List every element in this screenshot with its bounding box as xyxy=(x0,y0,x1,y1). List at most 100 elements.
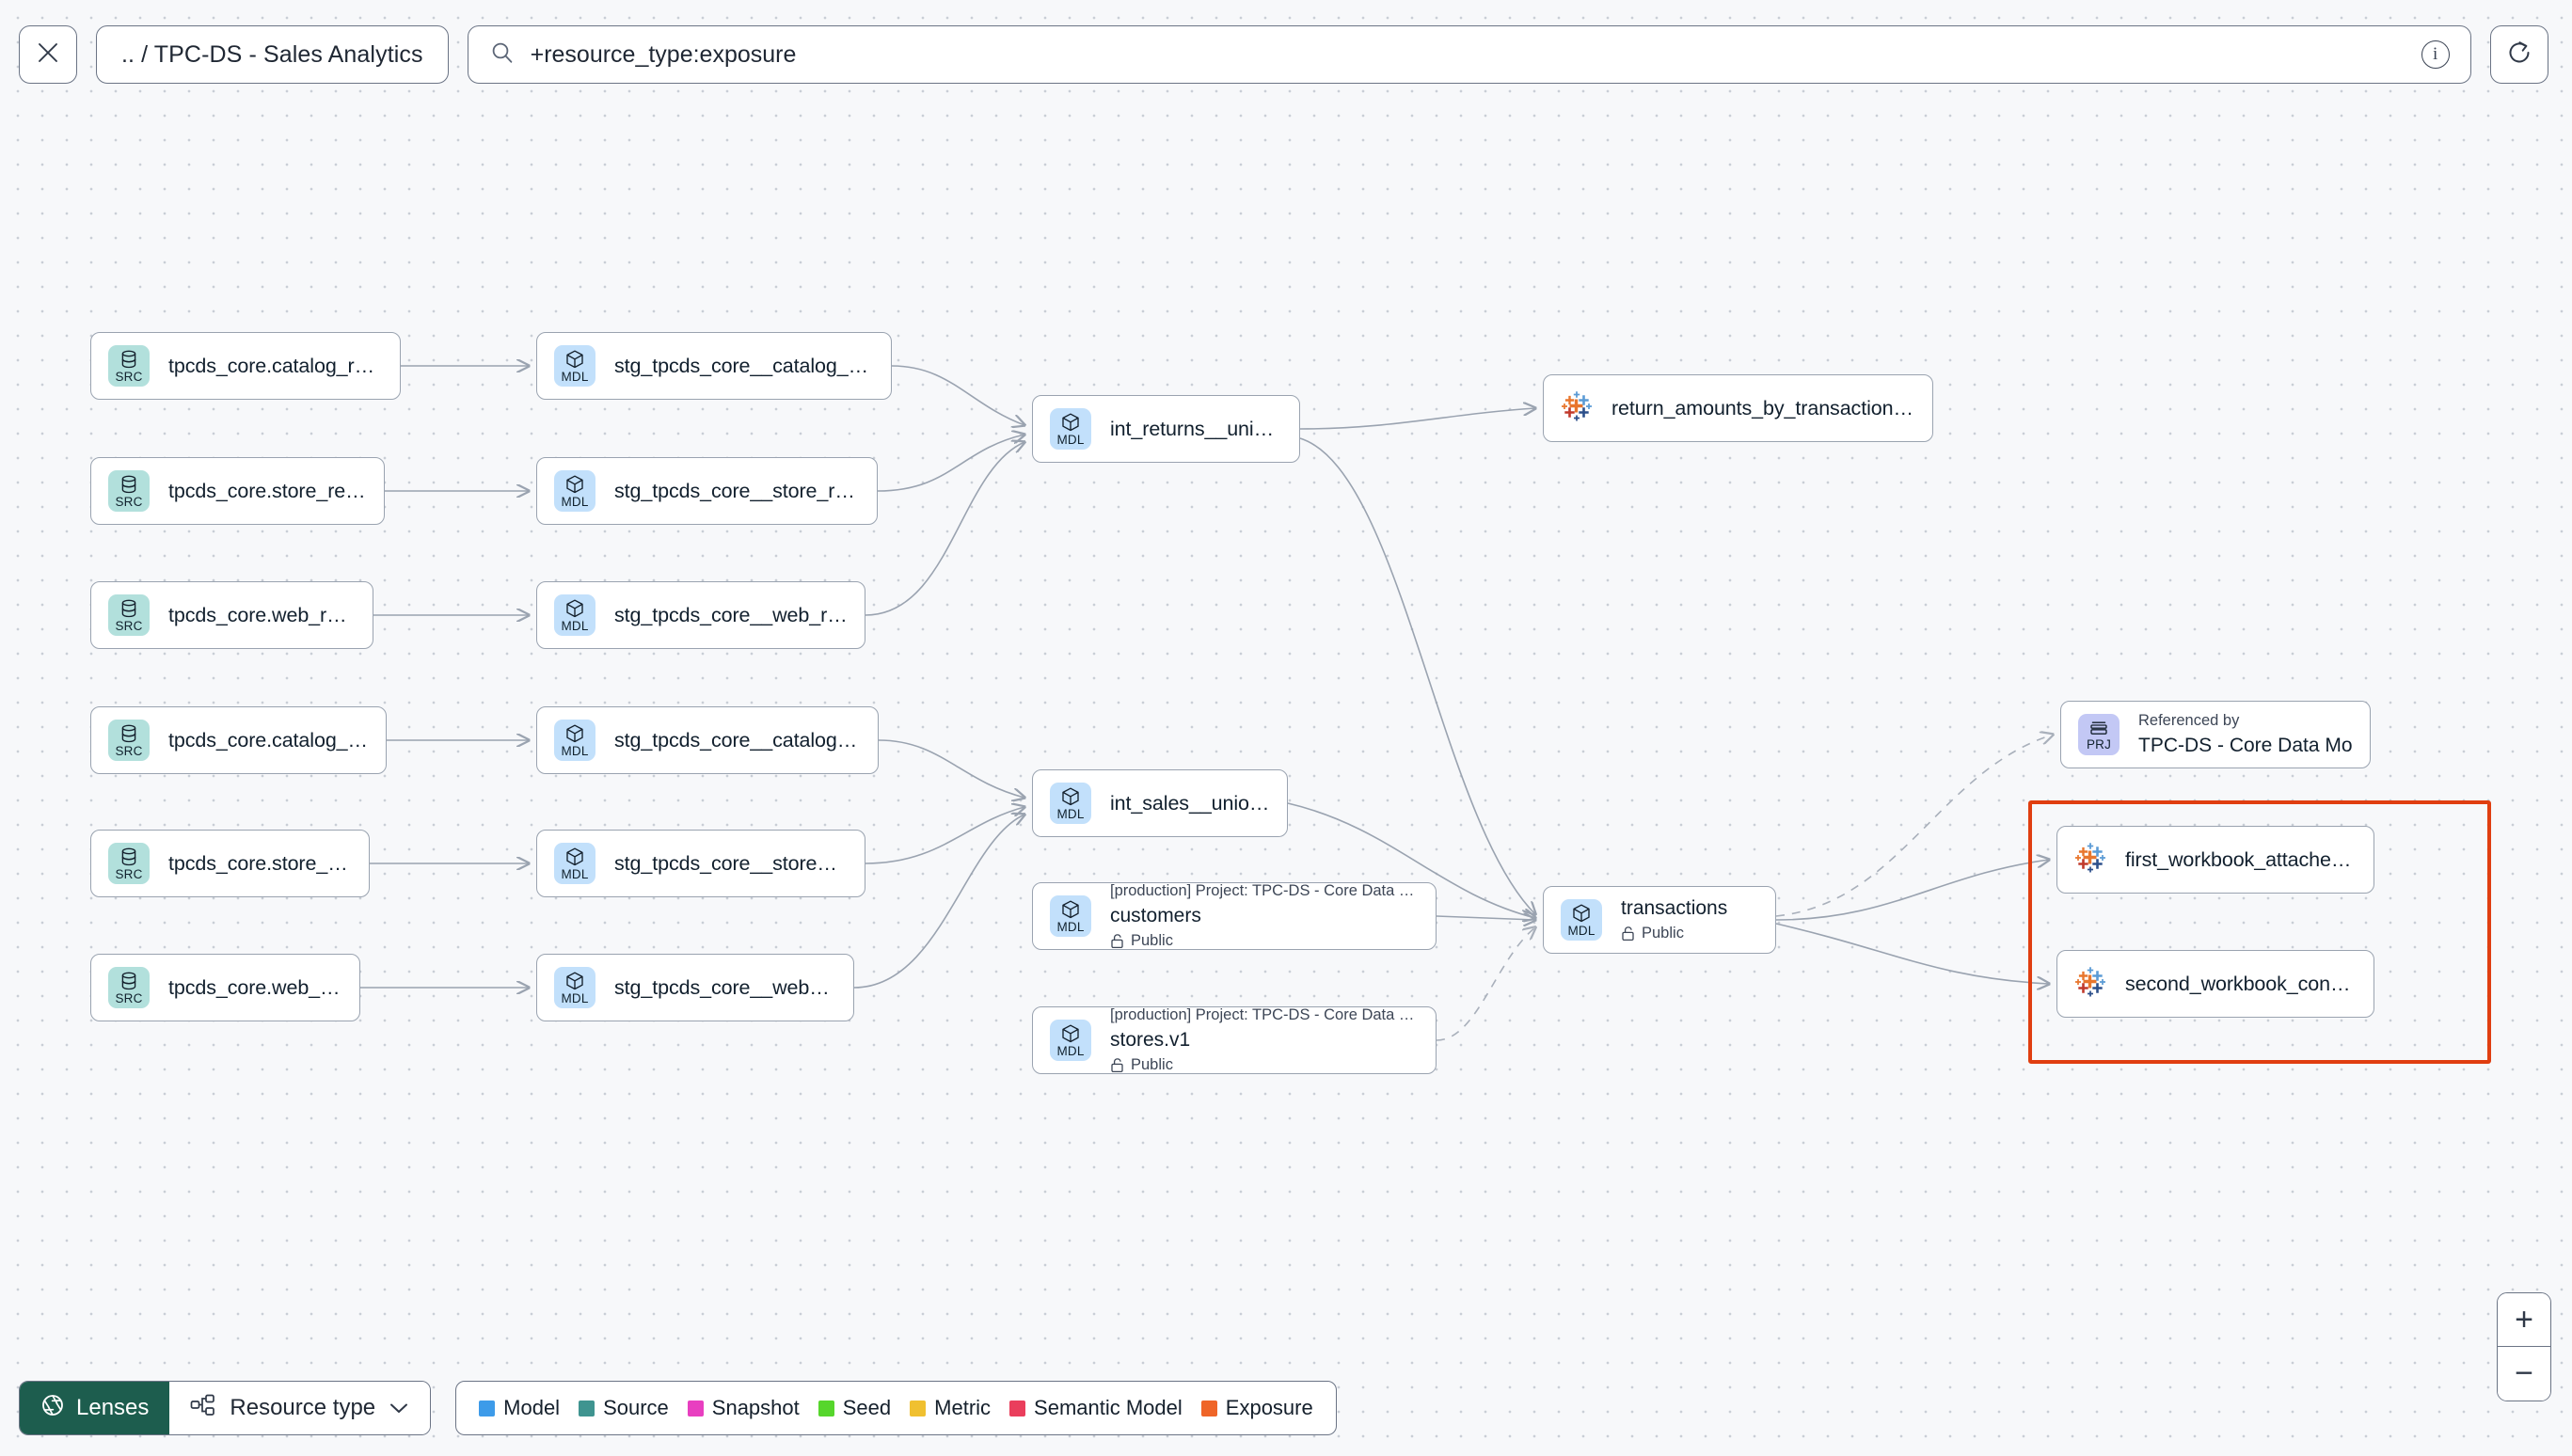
legend-label: Metric xyxy=(934,1396,992,1419)
refresh-icon xyxy=(2505,39,2533,71)
graph-node-stg_web_sales[interactable]: MDL stg_tpcds_core__web_sales xyxy=(536,954,854,1021)
node-label: stg_tpcds_core__catalog_returns xyxy=(614,354,874,377)
node-visibility-label: Public xyxy=(1642,925,1684,942)
legend-item-seed[interactable]: Seed xyxy=(818,1396,891,1420)
legend-label: Source xyxy=(603,1396,669,1419)
graph-node-stores_model[interactable]: MDL[production] Project: TPC-DS - Core D… xyxy=(1032,1006,1437,1074)
graph-node-src_store_returns[interactable]: SRC tpcds_core.store_returns xyxy=(90,457,385,525)
model-badge-icon: MDL xyxy=(554,967,595,1008)
search-input[interactable]: +resource_type:exposure xyxy=(530,40,797,68)
legend-item-source[interactable]: Source xyxy=(579,1396,669,1420)
legend-item-metric[interactable]: Metric xyxy=(910,1396,991,1420)
tableau-exposure-icon xyxy=(2074,842,2106,878)
node-label: tpcds_core.store_sales xyxy=(168,851,352,875)
legend-swatch-icon xyxy=(1200,1400,1217,1416)
graph-node-src_web_sales[interactable]: SRC tpcds_core.web_sales xyxy=(90,954,360,1021)
node-label: stg_tpcds_core__web_sales xyxy=(614,975,836,999)
source-badge-icon: SRC xyxy=(108,967,150,1008)
lenses-label: Lenses xyxy=(76,1395,150,1420)
model-badge-icon: MDL xyxy=(554,345,595,387)
source-badge-icon: SRC xyxy=(108,843,150,884)
node-project-path: [production] Project: TPC-DS - Core Data… xyxy=(1110,882,1419,899)
graph-node-stg_catalog_returns[interactable]: MDL stg_tpcds_core__catalog_returns xyxy=(536,332,892,400)
search-icon xyxy=(489,40,516,71)
legend-item-exposure[interactable]: Exposure xyxy=(1200,1396,1313,1420)
zoom-controls: + − xyxy=(2497,1292,2551,1401)
node-label: tpcds_core.catalog_sales xyxy=(168,728,369,752)
graph-node-exposure_second[interactable]: second_workbook_connected_to_live… xyxy=(2056,950,2374,1018)
hierarchy-icon xyxy=(190,1394,216,1423)
legend-label: Semantic Model xyxy=(1034,1396,1183,1419)
node-relation-label: Referenced by xyxy=(2138,712,2240,729)
graph-node-prj_core_models[interactable]: PRJ Referenced by TPC-DS - Core Data Model… xyxy=(2060,701,2371,768)
legend-item-semantic-model[interactable]: Semantic Model xyxy=(1009,1396,1183,1420)
graph-node-customers_model[interactable]: MDL [production] Project: TPC-DS - Core D… xyxy=(1032,882,1437,950)
zoom-in-button[interactable]: + xyxy=(2498,1293,2550,1347)
node-label: stores.v1 xyxy=(1110,1029,1191,1051)
model-badge-icon: MDL xyxy=(554,470,595,512)
graph-node-int_sales_unioned[interactable]: MDL int_sales__unioned xyxy=(1032,769,1288,837)
legend-swatch-icon xyxy=(818,1400,834,1416)
graph-node-src_store_sales[interactable]: SRC tpcds_core.store_sales xyxy=(90,830,370,897)
info-icon[interactable]: i xyxy=(2421,40,2450,69)
graph-node-stg_catalog_sales[interactable]: MDL stg_tpcds_core__catalog_sales xyxy=(536,706,879,774)
node-label: tpcds_core.web_sales xyxy=(168,975,342,999)
legend-swatch-icon xyxy=(1009,1400,1026,1416)
legend-swatch-icon xyxy=(910,1400,927,1416)
graph-node-exposure_first[interactable]: first_workbook_attached_to_tpc-ds_-_… xyxy=(2056,826,2374,894)
zoom-out-button[interactable]: − xyxy=(2498,1347,2550,1401)
node-visibility-label: Public xyxy=(1131,932,1173,949)
node-project-path: [production] Project: TPC-DS - Core Data… xyxy=(1110,1006,1419,1023)
node-label: stg_tpcds_core__catalog_sales xyxy=(614,728,861,752)
refresh-button[interactable] xyxy=(2489,25,2548,84)
model-badge-icon: MDL xyxy=(554,594,595,636)
close-button[interactable] xyxy=(19,25,77,84)
aperture-icon xyxy=(40,1393,65,1424)
bottom-toolbar: Lenses Resource type Model Source Snapshot… xyxy=(19,1381,1337,1435)
legend-swatch-icon xyxy=(479,1400,496,1416)
node-visibility-label: Public xyxy=(1131,1056,1173,1073)
close-icon xyxy=(36,40,60,70)
legend-label: Seed xyxy=(842,1396,892,1419)
node-visibility: Public xyxy=(1621,925,1727,942)
legend-item-snapshot[interactable]: Snapshot xyxy=(687,1396,800,1420)
graph-node-metric_return_amounts[interactable]: return_amounts_by_transaction_type xyxy=(1543,374,1933,442)
breadcrumb[interactable]: .. / TPC-DS - Sales Analytics xyxy=(96,25,449,84)
lenses-button[interactable]: Lenses xyxy=(20,1382,170,1434)
resource-type-dropdown[interactable]: Resource type xyxy=(169,1382,431,1434)
node-label: transactions xyxy=(1621,897,1728,919)
legend-label: Model xyxy=(503,1396,561,1419)
graph-node-stg_store_returns[interactable]: MDL stg_tpcds_core__store_returns xyxy=(536,457,878,525)
legend-swatch-icon xyxy=(579,1400,595,1416)
node-label: stg_tpcds_core__store_returns xyxy=(614,479,860,502)
source-badge-icon: SRC xyxy=(108,470,150,512)
model-badge-icon: MDL xyxy=(1050,408,1091,450)
node-label: TPC-DS - Core Data Models xyxy=(2138,735,2353,756)
node-label: first_workbook_attached_to_tpc-ds_-_… xyxy=(2125,847,2357,871)
model-badge-icon: MDL xyxy=(1050,895,1091,937)
search-bar[interactable]: +resource_type:exposure i xyxy=(467,25,2471,84)
model-badge-icon: MDL xyxy=(1050,783,1091,824)
model-badge-icon: MDL xyxy=(554,720,595,761)
node-label: int_sales__unioned xyxy=(1110,791,1270,815)
node-label: stg_tpcds_core__store_sales xyxy=(614,851,848,875)
node-label: tpcds_core.store_returns xyxy=(168,479,367,502)
source-badge-icon: SRC xyxy=(108,594,150,636)
top-toolbar: .. / TPC-DS - Sales Analytics +resource_… xyxy=(0,0,2572,109)
legend-item-model[interactable]: Model xyxy=(479,1396,560,1420)
model-badge-icon: MDL xyxy=(1561,899,1602,941)
breadcrumb-label: .. / TPC-DS - Sales Analytics xyxy=(121,40,423,68)
tableau-exposure-icon xyxy=(1561,390,1593,427)
node-visibility: Public xyxy=(1110,1056,1419,1074)
project-badge-icon: PRJ xyxy=(2078,714,2120,755)
node-label: return_amounts_by_transaction_type xyxy=(1611,396,1915,419)
